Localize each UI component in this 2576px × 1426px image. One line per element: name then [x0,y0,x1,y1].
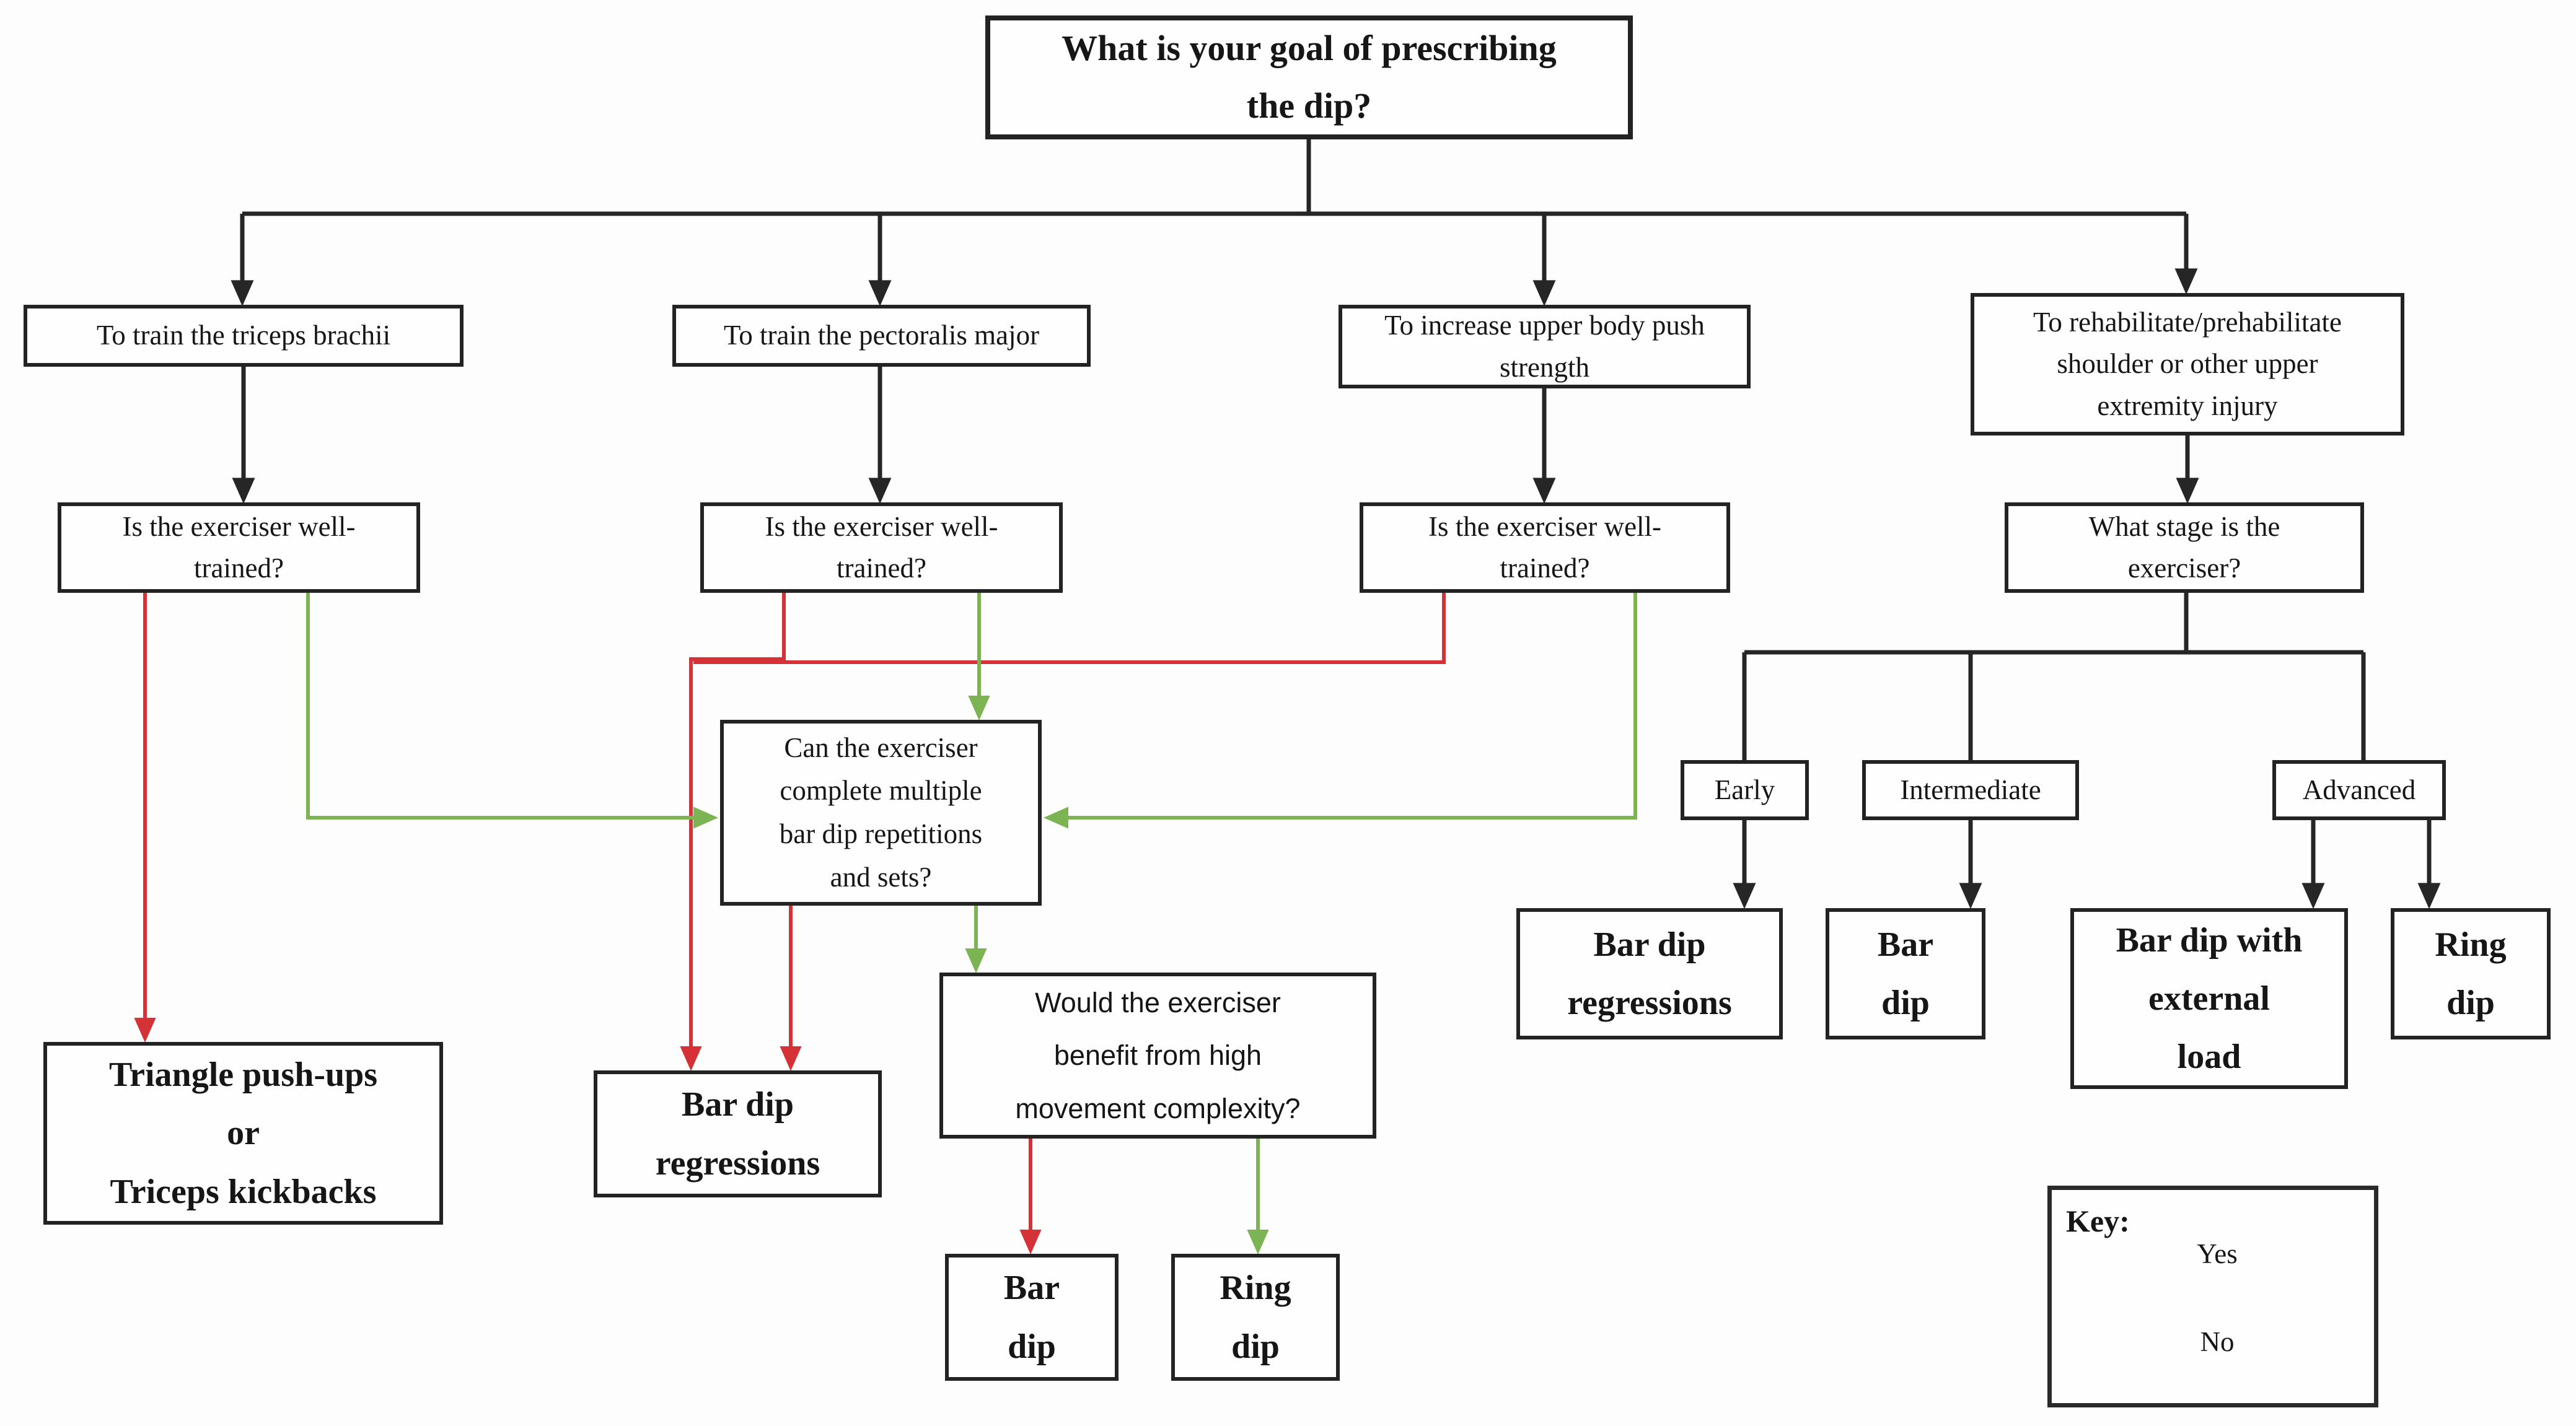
node-question-stage: What stage is the exerciser? [2005,502,2364,593]
node-outcome-triangle-pushups: Triangle push-ups or Triceps kickbacks [43,1042,443,1225]
node-question-well-trained-pectoralis: Is the exerciser well- trained? [700,502,1063,593]
node-outcome-bardip-regressions-right: Bar dip regressions [1516,908,1783,1039]
edge-no-push-to-regressions [693,593,1446,664]
legend-yes-label: Yes [2197,1238,2238,1269]
node-stage-early: Early [1681,760,1809,820]
legend-title: Key: [2066,1204,2130,1238]
node-goal-push-strength: To increase upper body push strength [1339,305,1751,388]
node-outcome-bardip-mid: Bar dip [945,1254,1119,1381]
node-outcome-ringdip-right: Ring dip [2391,908,2551,1039]
edge-root-trunk [242,139,2186,216]
node-outcome-bardip-external-load: Bar dip with external load [2070,908,2348,1089]
node-outcome-bardip-regressions-mid: Bar dip regressions [594,1070,882,1197]
edge-stage-trunk [1744,593,2363,655]
node-root-question: What is your goal of prescribing the dip… [985,15,1633,139]
node-outcome-bardip-right: Bar dip [1826,908,1985,1039]
edge-yes-triceps-to-multiple [306,593,718,829]
node-question-multiple-reps: Can the exerciser complete multiple bar … [720,720,1042,906]
node-stage-intermediate: Intermediate [1862,760,2079,820]
node-goal-rehab: To rehabilitate/prehabilitate shoulder o… [1971,293,2404,435]
node-stage-advanced: Advanced [2272,760,2446,820]
legend-no-label: No [2200,1326,2235,1357]
node-outcome-ringdip-mid: Ring dip [1171,1254,1340,1381]
edge-yes-push-to-multiple [1044,593,1637,829]
edge-no-pectoralis-to-regressions [680,593,786,1071]
node-goal-pectoralis: To train the pectoralis major [672,305,1091,367]
node-question-complexity: Would the exerciser benefit from high mo… [939,973,1376,1139]
node-question-well-trained-push: Is the exerciser well- trained? [1360,502,1730,593]
node-question-well-trained-triceps: Is the exerciser well- trained? [58,502,420,593]
node-goal-triceps: To train the triceps brachii [24,305,464,367]
